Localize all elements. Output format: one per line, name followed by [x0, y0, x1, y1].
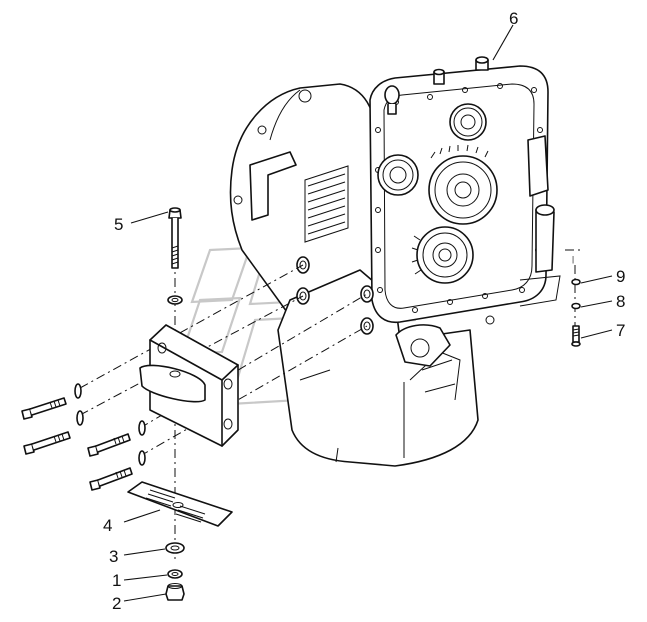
top-plugs — [433, 56, 489, 85]
washer-1 — [167, 569, 183, 579]
gear-train — [377, 103, 498, 284]
callout-5: 5 — [114, 215, 123, 234]
nut-2 — [165, 583, 185, 601]
callout-6: 6 — [509, 9, 518, 28]
cooling-fins — [304, 165, 349, 243]
transmission-housing — [229, 56, 561, 467]
leader-lines — [123, 24, 613, 602]
washer-9 — [571, 278, 581, 286]
mounting-holes — [296, 256, 374, 335]
tick-mark: | — [572, 255, 574, 264]
callout-8: 8 — [616, 292, 625, 311]
washer-8 — [571, 302, 581, 310]
callout-1: 1 — [112, 571, 121, 590]
side-bracket — [485, 135, 561, 325]
callout-4: 4 — [103, 516, 112, 535]
callout-9: 9 — [616, 267, 625, 286]
callout-2: 2 — [112, 594, 121, 613]
callout-7: 7 — [616, 321, 625, 340]
callout-3: 3 — [109, 547, 118, 566]
rubber-pad-4 — [127, 481, 233, 527]
lifting-eye — [384, 85, 400, 115]
bolt-5 — [167, 207, 183, 305]
bolt-7 — [571, 325, 581, 347]
washer-3 — [165, 542, 185, 554]
mounting-bracket — [139, 324, 239, 447]
callout-labels: 5 6 9 8 7 4 3 1 2 — [103, 9, 625, 613]
horizontal-bolts — [21, 383, 146, 491]
